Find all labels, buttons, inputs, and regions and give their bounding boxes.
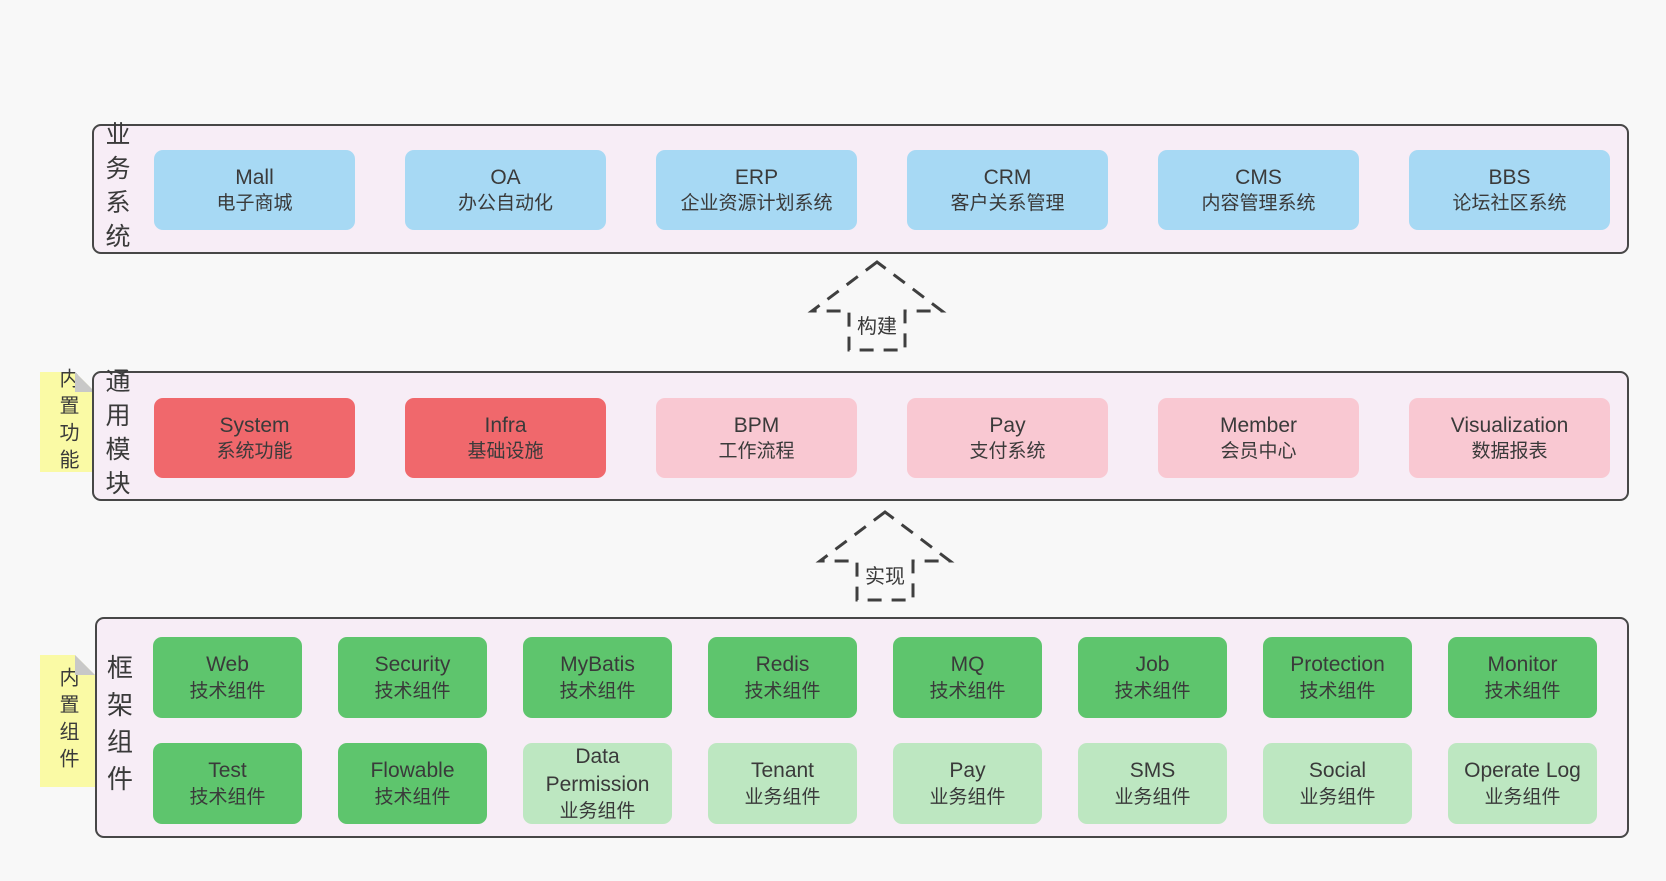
note-built-in-features-label: 内置功能 bbox=[56, 368, 78, 476]
implement-arrow-label: 实现 bbox=[861, 559, 909, 590]
band-framework-components-label: 框架组件 bbox=[103, 653, 134, 802]
note-built-in-components: 内置组件 bbox=[40, 655, 95, 787]
box-web: Web 技术组件 bbox=[153, 637, 302, 718]
band-framework-components: 框架组件 Web 技术组件 Security 技术组件 MyBatis 技术组件… bbox=[95, 617, 1629, 838]
box-oa: OA 办公自动化 bbox=[405, 150, 606, 230]
box-mq: MQ 技术组件 bbox=[893, 637, 1042, 718]
note-built-in-components-label: 内置组件 bbox=[56, 667, 78, 775]
box-sms: SMS 业务组件 bbox=[1078, 743, 1227, 824]
box-data-permission: Data Permission 业务组件 bbox=[523, 743, 672, 824]
box-protection: Protection 技术组件 bbox=[1263, 637, 1412, 718]
box-erp: ERP 企业资源计划系统 bbox=[656, 150, 857, 230]
box-test: Test 技术组件 bbox=[153, 743, 302, 824]
box-infra: Infra 基础设施 bbox=[405, 398, 606, 478]
box-system: System 系统功能 bbox=[154, 398, 355, 478]
box-member: Member 会员中心 bbox=[1158, 398, 1359, 478]
box-crm: CRM 客户关系管理 bbox=[907, 150, 1108, 230]
box-bpm: BPM 工作流程 bbox=[656, 398, 857, 478]
band-common-modules-label: 通用模块 bbox=[102, 368, 130, 504]
box-operate-log: Operate Log 业务组件 bbox=[1448, 743, 1597, 824]
box-visualization: Visualization 数据报表 bbox=[1409, 398, 1610, 478]
box-cms: CMS 内容管理系统 bbox=[1158, 150, 1359, 230]
box-bbs: BBS 论坛社区系统 bbox=[1409, 150, 1610, 230]
band-business-systems-label: 业务系统 bbox=[102, 121, 130, 257]
box-job: Job 技术组件 bbox=[1078, 637, 1227, 718]
box-security: Security 技术组件 bbox=[338, 637, 487, 718]
box-social: Social 业务组件 bbox=[1263, 743, 1412, 824]
band-common-modules: 通用模块 System 系统功能 Infra 基础设施 BPM 工作流程 Pay… bbox=[92, 368, 1629, 504]
box-pay-system: Pay 支付系统 bbox=[907, 398, 1108, 478]
box-mall: Mall 电子商城 bbox=[154, 150, 355, 230]
box-redis: Redis 技术组件 bbox=[708, 637, 857, 718]
box-pay-component: Pay 业务组件 bbox=[893, 743, 1042, 824]
box-mybatis: MyBatis 技术组件 bbox=[523, 637, 672, 718]
box-flowable: Flowable 技术组件 bbox=[338, 743, 487, 824]
build-arrow-label: 构建 bbox=[853, 309, 901, 340]
note-built-in-features: 内置功能 bbox=[40, 368, 95, 476]
box-tenant: Tenant 业务组件 bbox=[708, 743, 857, 824]
band-business-systems: 业务系统 Mall 电子商城 OA 办公自动化 ERP 企业资源计划系统 CRM… bbox=[92, 121, 1629, 257]
box-monitor: Monitor 技术组件 bbox=[1448, 637, 1597, 718]
